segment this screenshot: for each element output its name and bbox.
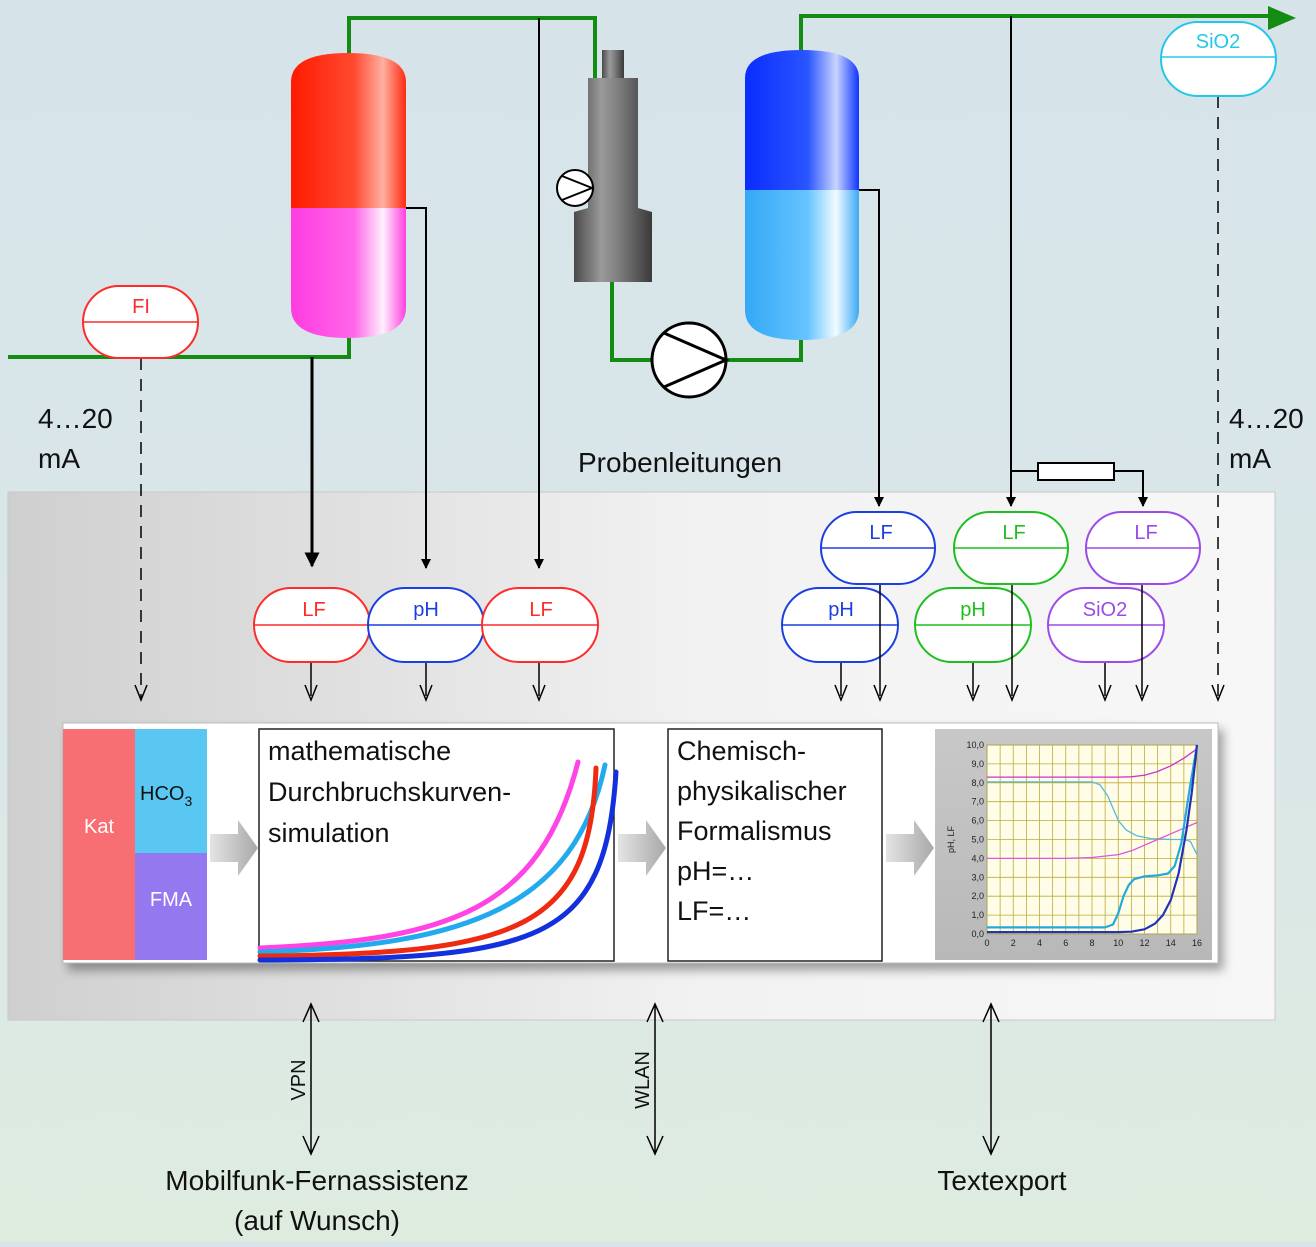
flow-arrow-icon [618,820,666,876]
fma-block [135,853,207,960]
x-tick-label: 2 [1011,938,1016,948]
series-line [987,744,1199,929]
hco3-block [135,729,207,853]
x-tick-label: 16 [1192,938,1202,948]
sim-line1: mathematische [268,736,451,766]
y-tick-label: 1,0 [971,910,984,920]
kat-block [63,729,135,960]
lf-label: LF [529,599,552,621]
process-pipes [8,14,1275,362]
outlet-arrow-icon [1268,6,1296,30]
x-tick-label: 8 [1089,938,1094,948]
ph-label: pH [960,599,986,621]
anion-exchanger-vessel [745,50,859,340]
chem-line2: physikalischer [677,776,847,806]
signal-right-line1: 4…20 [1229,403,1304,434]
x-tick-label: 0 [984,938,989,948]
cation-exchanger-vessel [291,53,406,338]
fi-label: FI [132,296,150,318]
lf-label: LF [1134,522,1157,544]
probenleitungen-label: Probenleitungen [578,447,782,478]
y-tick-label: 10,0 [966,740,984,750]
formalism-box [667,728,883,962]
sio2-top-label: SiO2 [1196,31,1240,53]
pump-icon [650,321,730,399]
analyzer-sio2-purple: SiO2 [1047,587,1165,663]
analyzer-ph-blue-1: pH [367,587,485,663]
y-tick-label: 9,0 [971,759,984,769]
x-tick-label: 14 [1166,938,1176,948]
analyzer-lf-purple: LF [1085,511,1201,585]
y-tick-label: 6,0 [971,816,984,826]
signal-left-line2: mA [38,443,80,474]
lf-label: LF [869,522,892,544]
degasser-tower [574,50,652,282]
y-tick-label: 7,0 [971,797,984,807]
ph-label: pH [413,599,439,621]
series-line [987,821,1198,860]
hco3-label: HCO3 [140,783,192,809]
textexport-label: Textexport [937,1165,1066,1196]
vpn-label: VPN [288,1059,310,1100]
kat-label: Kat [84,816,114,838]
wlan-label: WLAN [632,1051,654,1109]
y-tick-label: 0,0 [971,929,984,939]
sim-line3: simulation [268,818,390,848]
curve-magenta [257,759,581,951]
curve-cyan [257,762,608,955]
signal-right-line2: mA [1229,443,1271,474]
lf-label: LF [1002,522,1025,544]
analyzer-lf-green: LF [953,511,1069,585]
x-tick-label: 6 [1063,938,1068,948]
analyzer-ph-blue-2: pH [781,587,899,663]
y-tick-label: 5,0 [971,835,984,845]
curve-red [257,765,599,959]
instrument-sio2-top: SiO2 [1160,21,1277,97]
signal-left-line1: 4…20 [38,403,113,434]
fma-label: FMA [150,889,193,911]
ph-lf-chart: 0 2 4 6 8 10 12 14 16 0,0 1,0 2,0 3,0 4,0 5,0 6,0 7,0 8,0… [946,740,1202,948]
curve-blue [257,769,619,963]
sio2-label: SiO2 [1083,599,1127,621]
x-tick-label: 12 [1139,938,1149,948]
sample-lines [304,16,1148,569]
lf-label: LF [302,599,325,621]
flow-arrow-icon [210,820,258,876]
mobilfunk-line1: Mobilfunk-Fernassistenz [165,1165,468,1196]
x-tick-label: 4 [1037,938,1042,948]
series-line [987,748,1198,778]
chem-line1: Chemisch- [677,736,806,766]
y-tick-label: 4,0 [971,853,984,863]
analyzer-lf-red-1: LF [253,587,371,663]
flow-arrow-icon [886,820,934,876]
signal-arrows [134,585,1225,703]
y-tick-label: 8,0 [971,778,984,788]
series-line [987,744,1199,934]
analyzer-lf-blue: LF [820,511,936,585]
sample-cooler-resistor [1037,462,1115,481]
analog-signal-lines [140,96,1219,700]
software-panel: Kat HCO3 FMA mathematische Durchbruchsku… [62,722,1219,964]
fan-blower-icon [556,169,595,207]
y-tick-label: 2,0 [971,891,984,901]
y-axis-label: pH, LF [946,825,956,853]
mobilfunk-line2: (auf Wunsch) [234,1205,400,1236]
chem-line3: Formalismus [677,816,832,846]
x-tick-label: 10 [1113,938,1123,948]
chem-line4: pH=… [677,856,754,886]
communication-arrows [302,1002,1000,1156]
y-tick-label: 3,0 [971,872,984,882]
sim-line2: Durchbruchskurven- [268,777,511,807]
chem-line5: LF=… [677,896,751,926]
analyzer-lf-red-2: LF [481,587,599,663]
analyzer-ph-green: pH [914,587,1032,663]
instrument-fi: FI [82,285,199,359]
breakthrough-curves [257,759,619,963]
ph-label: pH [828,599,854,621]
